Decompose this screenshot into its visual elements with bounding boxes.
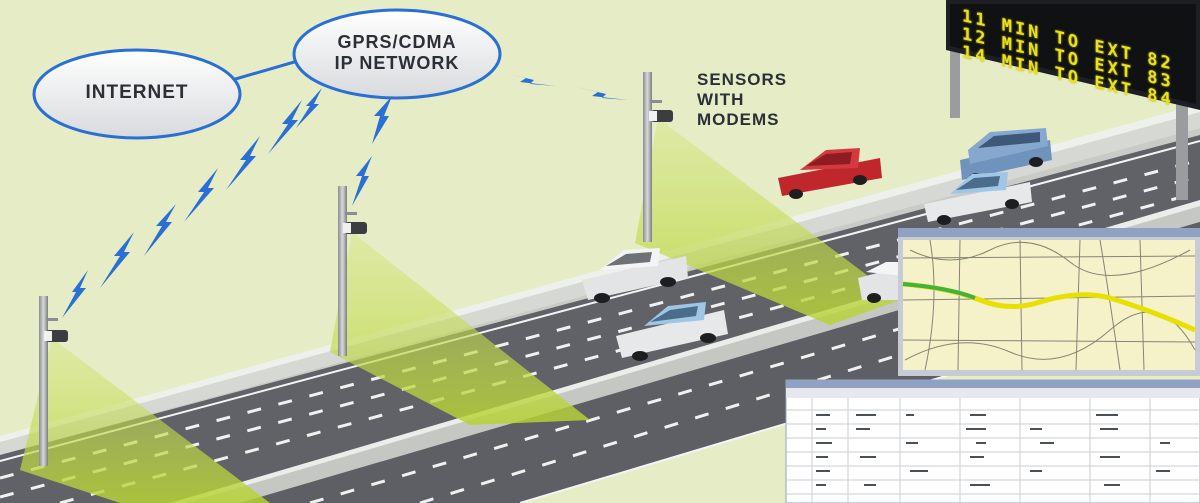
signal-bolt-icon (372, 96, 392, 144)
sensor-camera-icon (44, 330, 68, 342)
signal-bolt-icon (100, 232, 134, 288)
signal-bolt-icon (226, 136, 260, 190)
signal-bolt-icon (144, 204, 176, 256)
sensors-label-line-1: SENSORS (697, 70, 787, 90)
data-table-window (786, 380, 1200, 503)
sensors-label: SENSORS WITH MODEMS (697, 70, 787, 130)
signal-bolt-icon (62, 270, 88, 318)
signal-bolt-icon (572, 86, 628, 100)
signal-bolt-icon (296, 88, 322, 128)
sensor-camera-icon (343, 222, 367, 234)
pickup-truck-icon (778, 148, 882, 199)
gprs-network-label: GPRS/CDMA IP NETWORK (322, 32, 472, 74)
gprs-label-line-2: IP NETWORK (322, 53, 472, 74)
signal-bolt-icon (184, 168, 218, 222)
signal-bolt-icon (352, 156, 372, 206)
internet-label: INTERNET (62, 82, 212, 103)
sensors-label-line-2: WITH (697, 90, 787, 110)
signal-bolt-icon (500, 72, 556, 86)
sensors-label-line-3: MODEMS (697, 110, 787, 130)
gprs-label-line-1: GPRS/CDMA (322, 32, 472, 53)
map-window (898, 228, 1200, 376)
sensor-camera-icon (649, 110, 673, 122)
